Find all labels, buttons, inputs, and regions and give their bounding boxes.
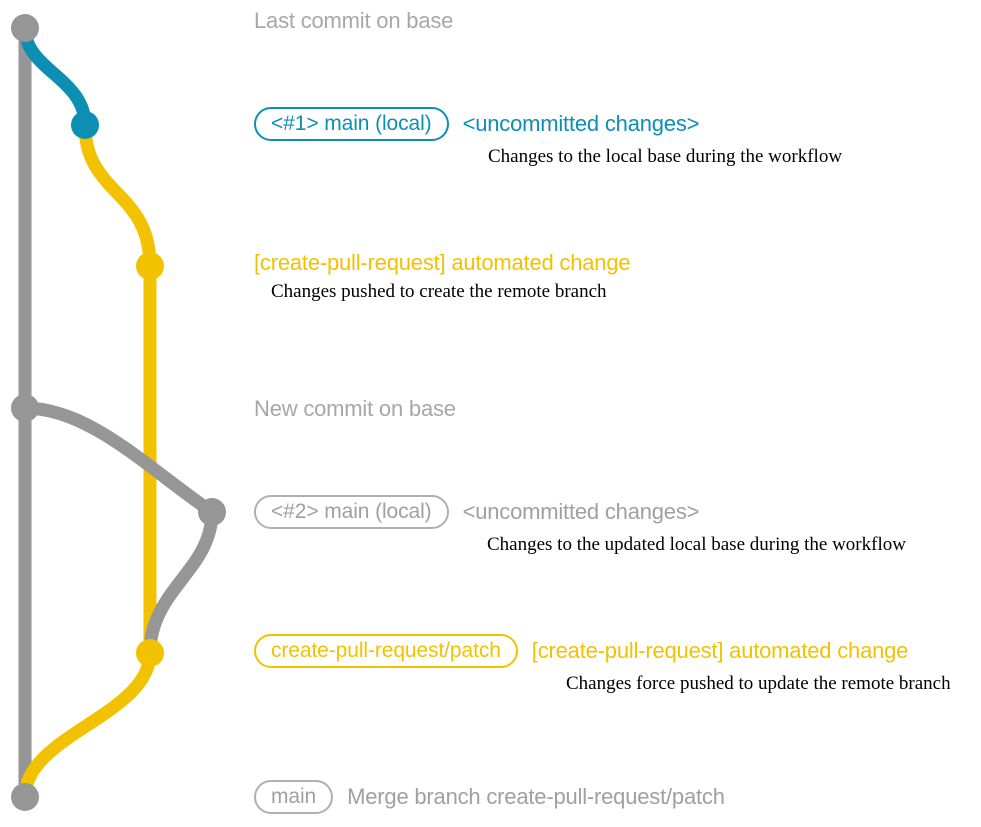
row-head: main Merge branch create-pull-request/pa… — [254, 780, 725, 814]
commit-subject: <uncommitted changes> — [462, 111, 700, 136]
commit-subject: New commit on base — [254, 396, 456, 421]
node-automated-change-1 — [136, 252, 164, 280]
row-head: New commit on base — [254, 396, 456, 422]
row-new-commit-on-base: New commit on base — [254, 396, 456, 422]
branch-pill-create-pull-request-patch[interactable]: create-pull-request/patch — [254, 634, 518, 668]
node-local-uncommitted-2 — [198, 498, 226, 526]
branch-pill-main-local-1[interactable]: <#1> main (local) — [254, 107, 449, 141]
row-head: <#1> main (local) <uncommitted changes> — [254, 107, 842, 141]
commit-subject: <uncommitted changes> — [462, 499, 700, 524]
commit-subject: [create-pull-request] automated change — [531, 638, 909, 663]
commit-subject: Merge branch create-pull-request/patch — [347, 784, 725, 809]
commit-note: Changes pushed to create the remote bran… — [271, 281, 607, 302]
row-local-changes-2: <#2> main (local) <uncommitted changes> … — [254, 495, 906, 556]
row-head: create-pull-request/patch [create-pull-r… — [254, 634, 951, 668]
row-local-changes-1: <#1> main (local) <uncommitted changes> … — [254, 107, 842, 168]
branch-pill-main-local-2[interactable]: <#2> main (local) — [254, 495, 449, 529]
edge-patch2-to-merge — [18, 646, 157, 804]
commit-subject: Last commit on base — [254, 8, 454, 33]
row-head: [create-pull-request] automated change — [254, 250, 631, 276]
node-merge-commit — [11, 783, 39, 811]
row-merge-commit: main Merge branch create-pull-request/pa… — [254, 780, 725, 814]
branch-pill-main[interactable]: main — [254, 780, 334, 814]
edge-local1-to-patch1 — [78, 118, 157, 273]
edge-local2-to-patch2 — [143, 505, 219, 660]
commit-subject: [create-pull-request] automated change — [254, 250, 631, 275]
commit-nodes — [11, 14, 226, 811]
row-head: Last commit on base — [254, 8, 453, 34]
row-automated-change-1: [create-pull-request] automated change C… — [254, 250, 631, 303]
commit-note: Changes to the updated local base during… — [487, 534, 906, 555]
node-base-new-commit — [11, 394, 39, 422]
edge-base-to-local2 — [18, 401, 219, 519]
commit-note: Changes force pushed to update the remot… — [566, 673, 951, 694]
row-last-commit-on-base: Last commit on base — [254, 8, 453, 34]
node-base-last-commit — [11, 14, 39, 42]
node-automated-change-2 — [136, 639, 164, 667]
commit-graph — [11, 14, 226, 811]
row-automated-change-2: create-pull-request/patch [create-pull-r… — [254, 634, 951, 695]
row-head: <#2> main (local) <uncommitted changes> — [254, 495, 906, 529]
node-local-uncommitted-1 — [71, 111, 99, 139]
commit-note: Changes to the local base during the wor… — [488, 146, 843, 167]
